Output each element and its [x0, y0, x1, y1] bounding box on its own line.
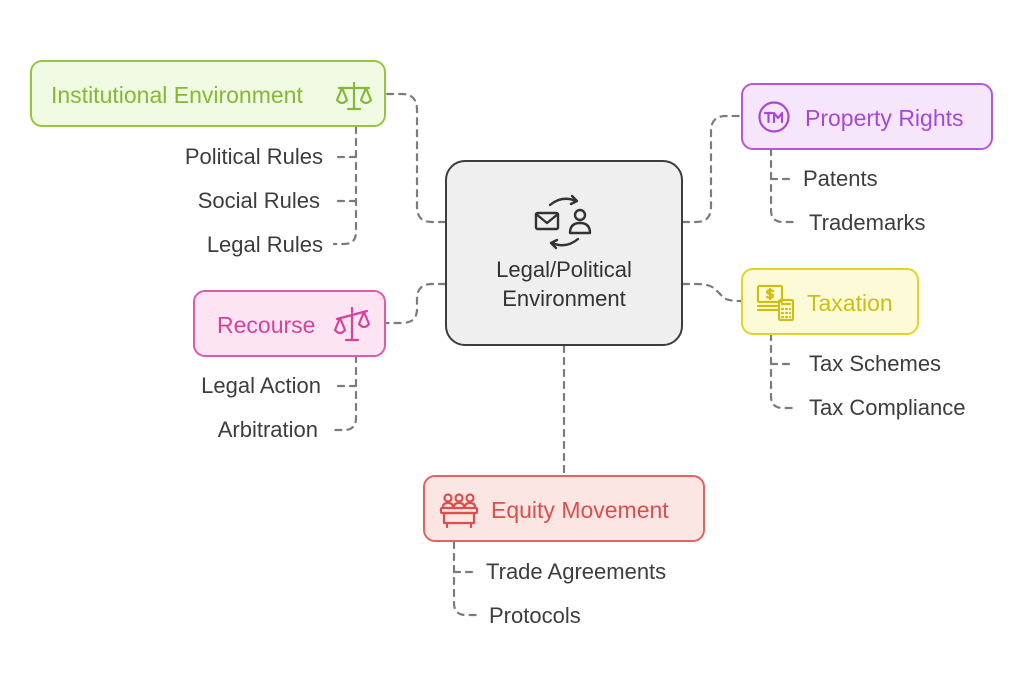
center-label: Legal/Political Environment [496, 257, 632, 311]
connector-property [681, 114, 743, 224]
group-people-icon [439, 491, 479, 529]
recourse-child-arbitration: Arbitration [217, 417, 318, 442]
property-rights-label: Property Rights [805, 105, 964, 131]
connector-taxation-children [769, 332, 795, 410]
taxation-child-tax-compliance: Tax Compliance [809, 395, 966, 420]
mail-person-sync-icon [532, 193, 596, 251]
equity-child-protocols: Protocols [489, 603, 581, 628]
equity-child-trade-agreements: Trade Agreements [486, 559, 667, 584]
institutional-child-social-rules: Social Rules [197, 188, 320, 213]
scales-icon [334, 80, 374, 112]
connector-taxation [681, 282, 743, 303]
taxation-child-tax-schemes: Tax Schemes [809, 351, 942, 376]
institutional-child-political-rules: Political Rules [184, 144, 323, 169]
money-calculator-icon [755, 282, 795, 322]
connector-institutional [384, 92, 447, 224]
equity-movement-node[interactable]: Equity Movement [423, 475, 705, 542]
property-child-patents: Patents [803, 166, 878, 191]
connector-recourse-children [332, 354, 358, 432]
scales-tilted-icon [333, 306, 371, 344]
property-child-trademarks: Trademarks [809, 210, 926, 235]
institutional-environment-label: Institutional Environment [51, 82, 303, 108]
institutional-environment-node[interactable]: Institutional Environment [30, 60, 386, 127]
trademark-icon [757, 100, 791, 134]
connector-recourse [384, 282, 447, 325]
property-rights-node[interactable]: Property Rights [741, 83, 993, 150]
recourse-label: Recourse [217, 312, 316, 338]
recourse-child-legal-action: Legal Action [201, 373, 321, 398]
institutional-child-legal-rules: Legal Rules [206, 232, 323, 257]
taxation-label: Taxation [807, 290, 893, 316]
connector-equity-children [452, 540, 478, 617]
center-node[interactable]: Legal/Political Environment [445, 160, 683, 346]
equity-movement-label: Equity Movement [491, 497, 669, 523]
connector-property-children [769, 147, 795, 224]
taxation-node[interactable]: Taxation [741, 268, 919, 335]
connector-institutional-children [332, 125, 358, 246]
recourse-node[interactable]: Recourse [193, 290, 386, 357]
